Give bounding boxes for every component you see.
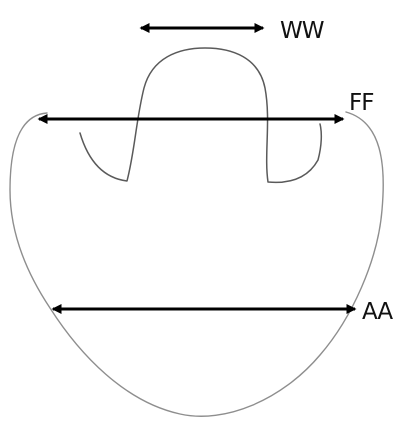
- inner-notch-outline: [79, 47, 323, 184]
- ff-label: FF: [349, 90, 373, 116]
- outer-shape-outline: [9, 111, 384, 417]
- ww-label: WW: [280, 18, 324, 44]
- aa-label: AA: [362, 299, 393, 325]
